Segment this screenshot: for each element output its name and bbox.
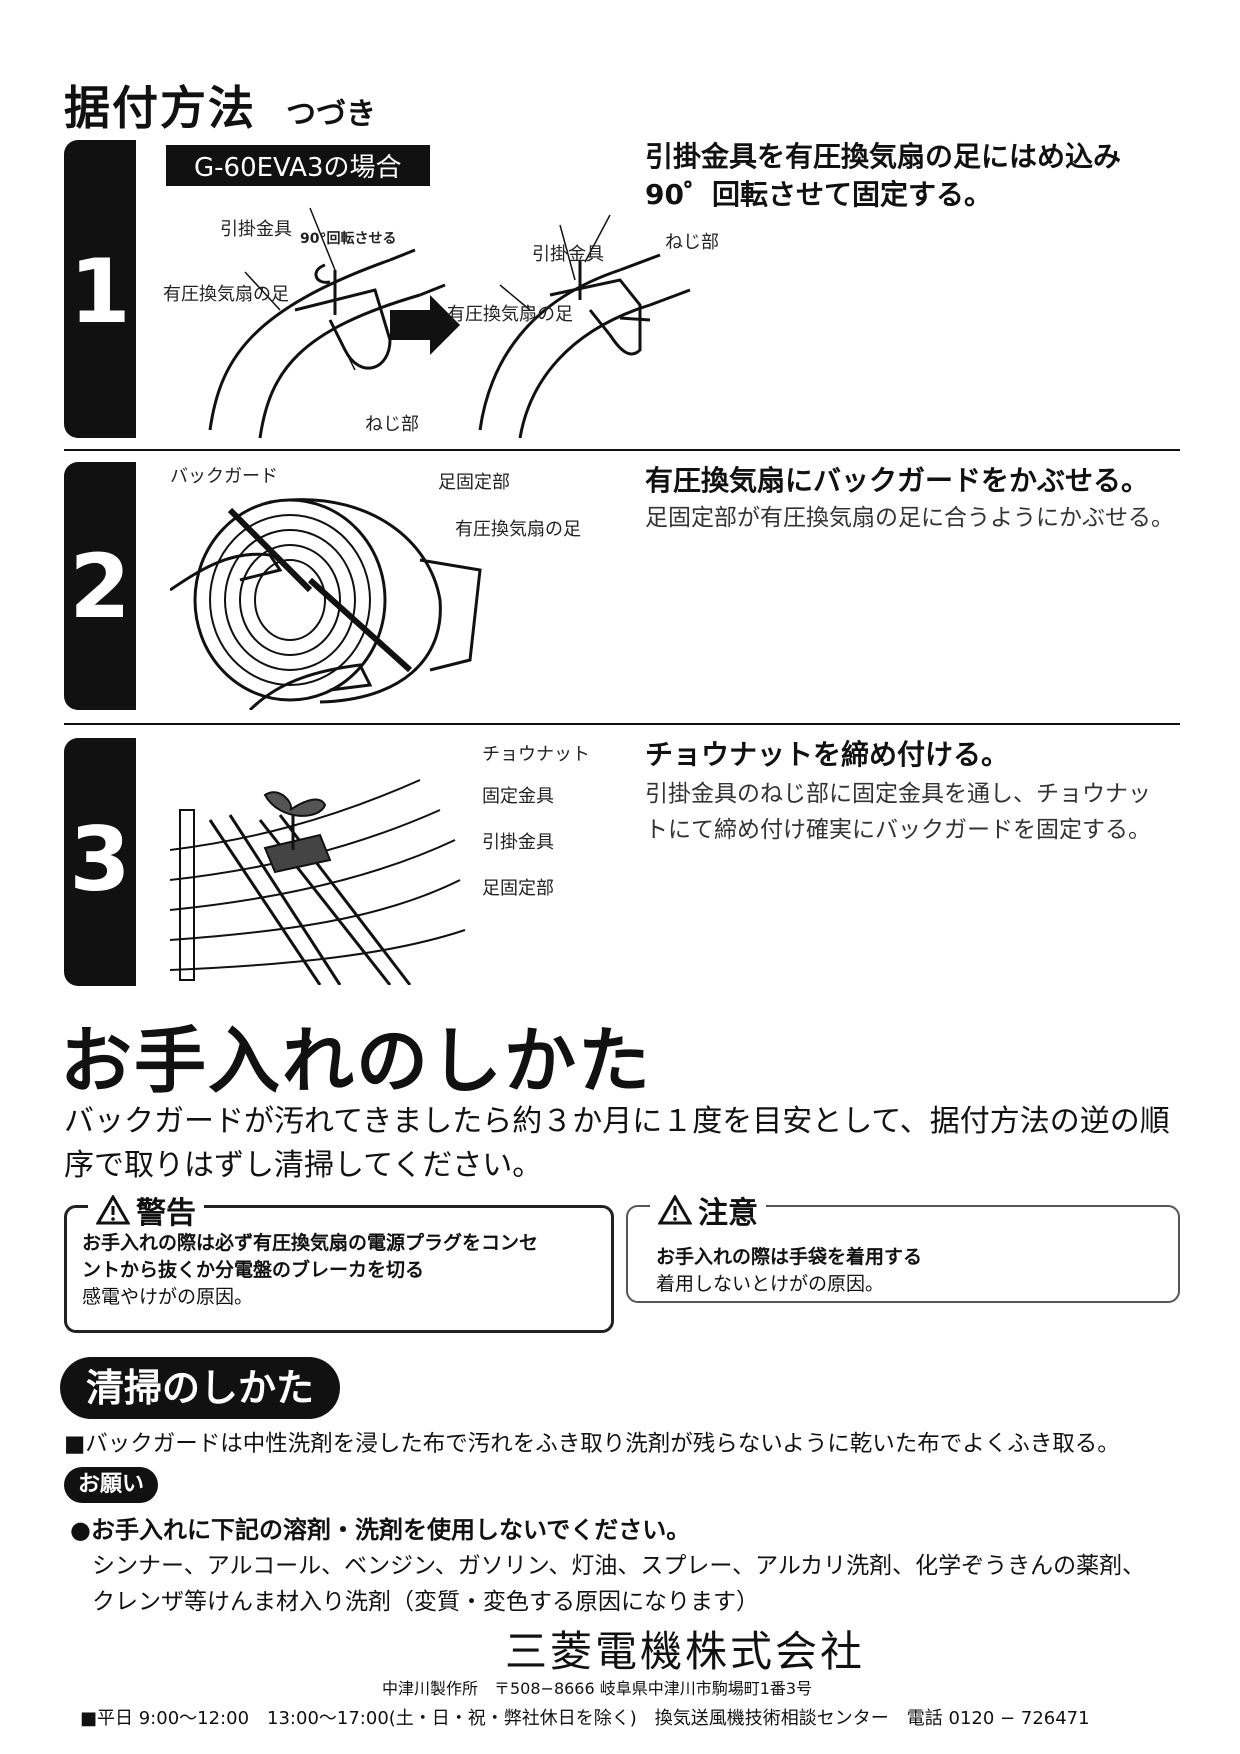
step1-illustration	[208, 207, 691, 439]
warning-normal: 感電やけがの原因。	[82, 1286, 254, 1308]
install-title-suffix: つづき	[286, 97, 376, 132]
caution-normal: 着用しないとけがの原因。	[656, 1273, 885, 1295]
step1-number: 1	[69, 240, 131, 343]
step1-label-hook-right: 引掛金具	[532, 244, 604, 265]
step3-label-wingnut: チョウナット	[482, 744, 590, 765]
warning-triangle-icon	[96, 1195, 130, 1225]
step1-label-screw-right: ねじ部	[665, 232, 719, 253]
step1-label-leg-left: 有圧換気扇の足	[163, 284, 289, 305]
divider-2	[64, 723, 1180, 725]
request-line2: シンナー、アルコール、ベンジン、ガソリン、灯油、スプレー、アルカリ洗剤、化学ぞう…	[92, 1553, 1146, 1579]
warning-text: お手入れの際は必ず有圧換気扇の電源プラグをコンセ ントから抜くか分電盤のブレーカ…	[82, 1230, 602, 1311]
warning-bold-line2: ントから抜くか分電盤のブレーカを切る	[82, 1259, 425, 1281]
request-line3: クレンザ等けんま材入り洗剤（変質・変色する原因になります）	[92, 1589, 759, 1615]
cleaning-text: ■バックガードは中性洗剤を浸した布で汚れをふき取り洗剤が残らないように乾いた布で…	[64, 1431, 1120, 1457]
step2-illustration	[170, 498, 482, 710]
caution-box	[626, 1205, 1180, 1303]
request-label: お願い	[64, 1467, 159, 1503]
divider-1	[64, 449, 1180, 451]
step1-label-leg-right: 有圧換気扇の足	[447, 304, 573, 325]
care-lead-line2: 序で取りはずし清掃してください。	[64, 1148, 543, 1183]
step1-model-label: G-60EVA3の場合	[166, 145, 430, 186]
step1-title-line1: 引掛金具を有圧換気扇の足にはめ込み	[645, 140, 1122, 173]
warning-header: 警告	[88, 1188, 204, 1232]
step3-bar	[64, 738, 136, 986]
warning-bold-line1: お手入れの際は必ず有圧換気扇の電源プラグをコンセ	[82, 1232, 539, 1254]
step2-label-leg: 有圧換気扇の足	[455, 519, 581, 540]
step3-title: チョウナットを締め付ける。	[645, 738, 1010, 771]
install-title: 据付方法	[64, 81, 256, 135]
warning-label: 警告	[136, 1196, 196, 1231]
cleaning-title: 清掃のしかた	[60, 1357, 341, 1419]
company-name: 三菱電機株式会社	[504, 1627, 865, 1676]
step3-desc-line1: 引掛金具のねじ部に固定金具を通し、チョウナッ	[645, 781, 1151, 807]
caution-header: 注意	[650, 1188, 766, 1232]
step3-label-fix-bracket: 固定金具	[482, 786, 554, 807]
step3-desc-line2: トにて締め付け確実にバックガードを固定する。	[645, 817, 1151, 843]
support-hours: ■平日 9:00〜12:00 13:00〜17:00(土・日・祝・弊社休日を除く…	[80, 1708, 1090, 1729]
step2-label-backguard: バックガード	[170, 466, 278, 487]
step3-desc: 引掛金具のねじ部に固定金具を通し、チョウナッ トにて締め付け確実にバックガードを…	[645, 776, 1151, 848]
step3-number: 3	[69, 808, 131, 911]
care-lead: バックガードが汚れてきましたら約３か月に１度を目安として、据付方法の逆の順 序で…	[64, 1100, 1184, 1188]
caution-text: お手入れの際は手袋を着用する 着用しないとけがの原因。	[656, 1244, 1166, 1298]
step1-label-screw-left: ねじ部	[365, 414, 419, 435]
request-bold: ●お手入れに下記の溶剤・洗剤を使用しないでください。	[70, 1516, 691, 1544]
warning-triangle-icon	[658, 1195, 692, 1225]
step1-label-hook-left: 引掛金具	[220, 219, 292, 240]
step3-illustration	[170, 779, 466, 985]
care-lead-line1: バックガードが汚れてきましたら約３か月に１度を目安として、据付方法の逆の順	[64, 1104, 1170, 1139]
step2-title: 有圧換気扇にバックガードをかぶせる。	[645, 464, 1150, 497]
install-heading: 据付方法つづき	[64, 72, 376, 138]
step2-number: 2	[69, 535, 131, 638]
step2-label-foot-fix: 足固定部	[438, 472, 510, 493]
warning-box	[64, 1205, 614, 1333]
step1-title-line2: 90゜回転させて固定する。	[645, 178, 992, 211]
step1-label-rotate: 90°回転させる	[300, 231, 397, 247]
caution-label: 注意	[698, 1196, 758, 1231]
care-title: お手入れのしかた	[60, 1019, 653, 1103]
step3-label-foot-fix: 足固定部	[482, 878, 554, 899]
step3-label-hook: 引掛金具	[482, 832, 554, 853]
step1-bar	[64, 140, 136, 438]
step2-desc: 足固定部が有圧換気扇の足に合うようにかぶせる。	[645, 505, 1174, 531]
step1-title: 引掛金具を有圧換気扇の足にはめ込み 90゜回転させて固定する。	[645, 138, 1121, 214]
step2-bar	[64, 462, 136, 710]
company-address: 中津川製作所 〒508−8666 岐阜県中津川市駒場町1番3号	[382, 1679, 813, 1698]
arrow-right-icon	[390, 295, 460, 355]
request-text: ●お手入れに下記の溶剤・洗剤を使用しないでください。 シンナー、アルコール、ベン…	[70, 1512, 1190, 1620]
caution-bold: お手入れの際は手袋を着用する	[656, 1246, 923, 1268]
